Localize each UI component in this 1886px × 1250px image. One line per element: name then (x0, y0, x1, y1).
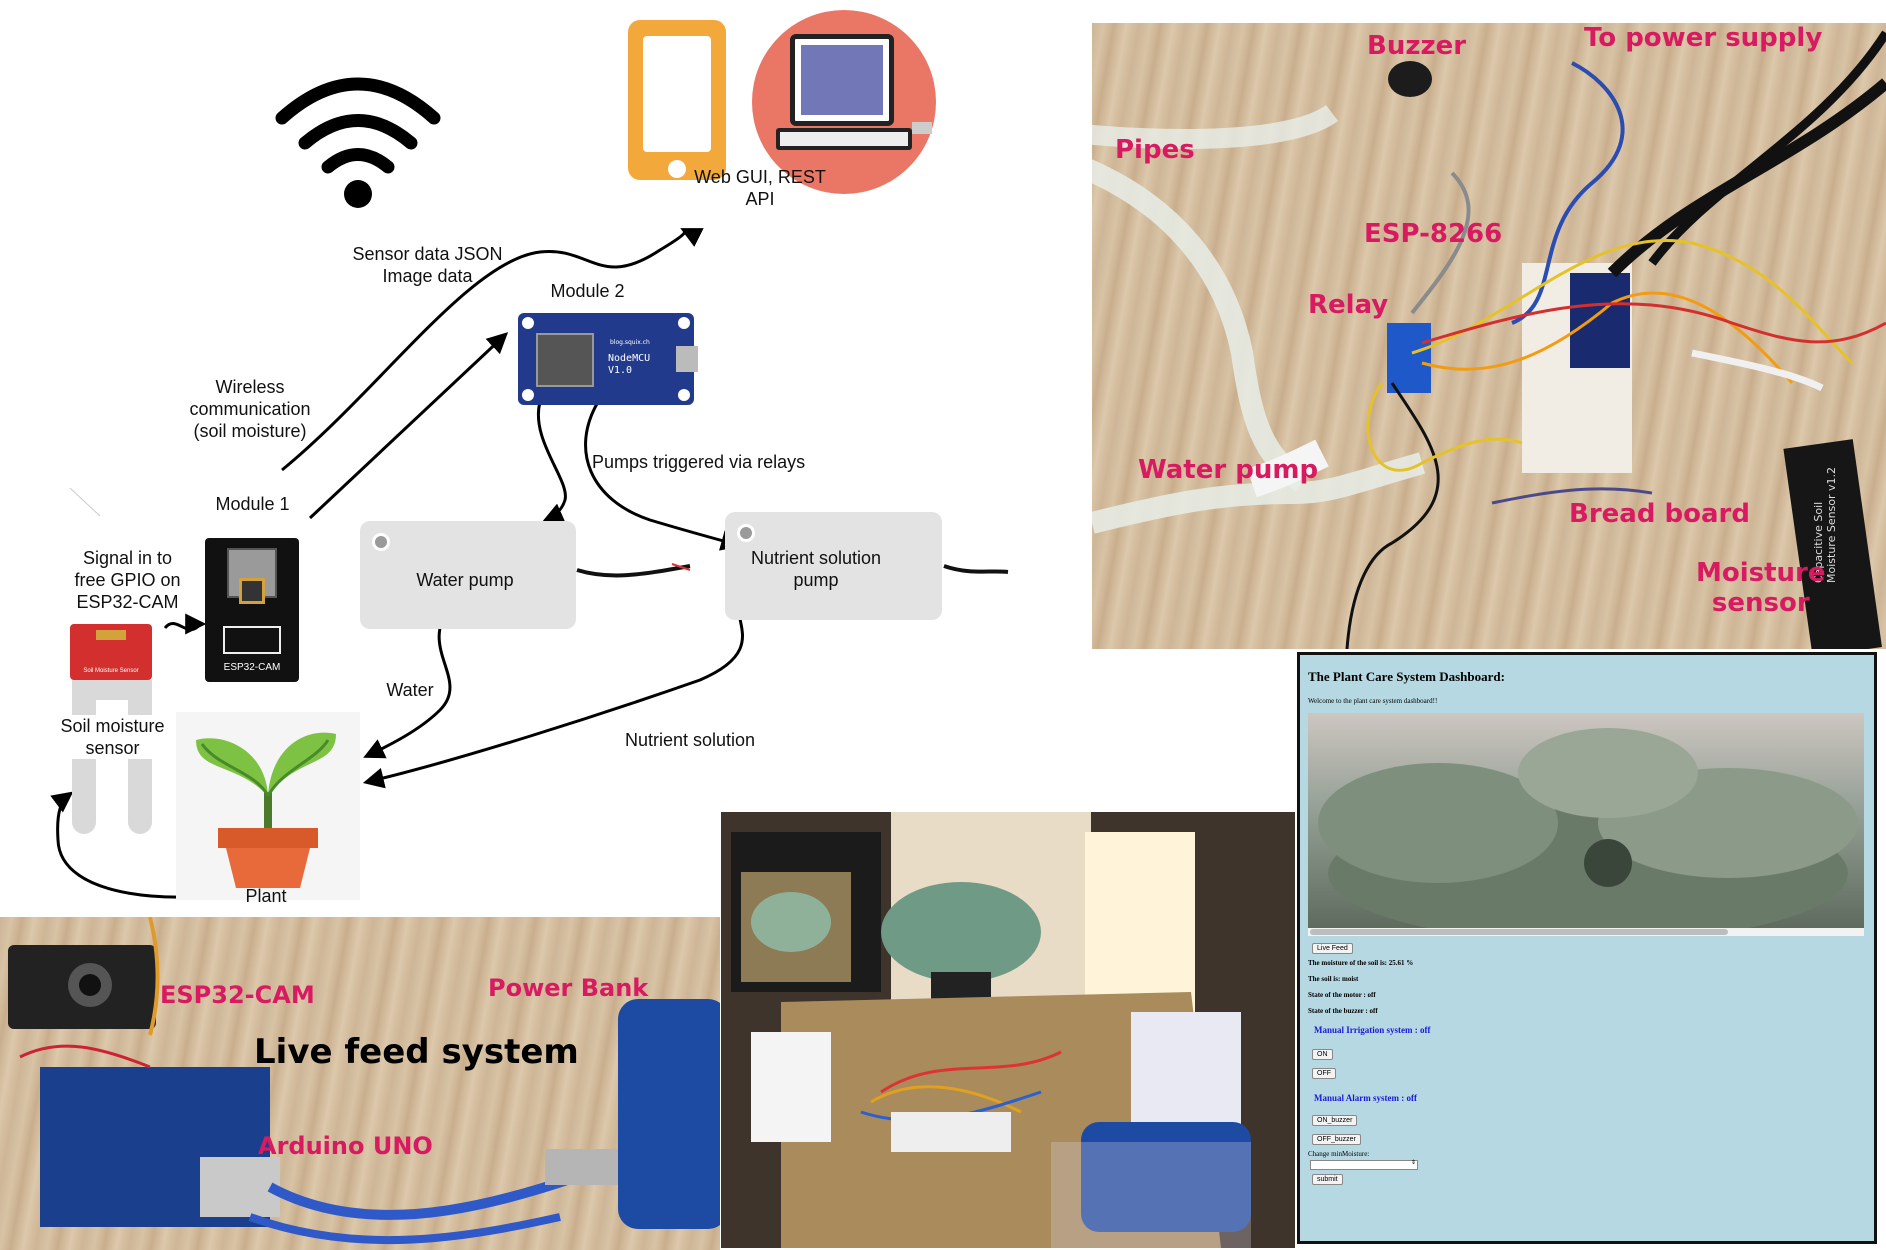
moisture-sensor-label: Moisture sensor (1696, 558, 1826, 618)
pumps-triggered-label: Pumps triggered via relays (592, 452, 806, 472)
sensor-print-text: Capacitive Soil Moisture Sensor v1.2 (1812, 466, 1838, 583)
relay-label: Relay (1308, 290, 1389, 320)
smartphone-icon (628, 20, 726, 180)
off-button[interactable]: OFF (1312, 1068, 1336, 1079)
power-bank-label: Power Bank (488, 974, 649, 1002)
live-feed-photo: ESP32-CAM Power Bank Live feed system Ar… (0, 917, 720, 1250)
live-feed-hardware (8, 917, 720, 1245)
buzzer-label: Buzzer (1367, 31, 1467, 61)
nodemcu-small-text: blog.squix.ch (610, 339, 650, 346)
water-pump-photo-label: Water pump (1138, 455, 1319, 485)
motor-line: State of the motor : off (1308, 991, 1376, 999)
pipes-label: Pipes (1115, 135, 1195, 165)
nutrient-solution-label: Nutrient solution (624, 730, 756, 750)
esp8266-label: ESP-8266 (1364, 219, 1503, 249)
irrigation-heading: Manual Irrigation system : off (1314, 1025, 1431, 1035)
sensor-data-label: Sensor data JSON Image data (352, 244, 503, 286)
nodemcu-board: NodeMCU V1.0 blog.squix.ch (518, 313, 698, 405)
assembled-system-scene (721, 812, 1295, 1248)
hardware-wires (1092, 30, 1886, 649)
buzzer-line: State of the buzzer : off (1308, 1007, 1378, 1015)
bread-board-label: Bread board (1569, 499, 1750, 529)
arduino-label: Arduino UNO (258, 1132, 433, 1160)
sensor-board-text: Soil Moisture Sensor (83, 668, 139, 674)
nutrient-pump-box (725, 512, 942, 620)
esp32-board-text: ESP32-CAM (223, 662, 281, 673)
dashboard-window: The Plant Care System Dashboard: Welcome… (1297, 652, 1877, 1244)
esp32cam-photo-label: ESP32-CAM (160, 981, 315, 1009)
off-buzzer-button[interactable]: OFF_buzzer (1312, 1134, 1361, 1145)
signal-label: Signal in to free GPIO on ESP32-CAM (74, 548, 181, 612)
moisture-line: The moisture of the soil is: 25.61 % (1308, 959, 1414, 967)
web-gui-label: Web GUI, REST API (694, 167, 826, 209)
hardware-photo: Capacitive Soil Moisture Sensor v1.2 Buz… (1092, 23, 1886, 649)
live-feed-image (1308, 713, 1864, 928)
on-buzzer-button[interactable]: ON_buzzer (1312, 1115, 1358, 1126)
soil-sensor-label: Soil moisture sensor (50, 715, 175, 759)
submit-button[interactable]: submit (1312, 1174, 1343, 1185)
power-supply-label: To power supply (1584, 23, 1823, 53)
min-moisture-input[interactable]: ⇕ (1310, 1160, 1418, 1170)
water-pump-label: Water pump (416, 570, 514, 590)
water-pump-box (360, 521, 576, 629)
esp32-cam-board: ESP32-CAM (205, 538, 299, 682)
plant-icon (176, 712, 360, 900)
on-button[interactable]: ON (1312, 1049, 1333, 1060)
dashboard-title: The Plant Care System Dashboard: (1308, 669, 1505, 684)
soil-line: The soil is: moist (1308, 975, 1359, 983)
live-feed-title: Live feed system (254, 1032, 579, 1072)
change-min-moisture-label: Change minMoisture: (1308, 1150, 1370, 1158)
nodemcu-text: NodeMCU V1.0 (608, 353, 651, 376)
module1-label: Module 1 (215, 494, 290, 514)
wifi-icon (275, 77, 441, 208)
alarm-heading: Manual Alarm system : off (1314, 1093, 1417, 1103)
laptop-icon (752, 10, 936, 194)
dashboard-welcome: Welcome to the plant care system dashboa… (1308, 697, 1438, 705)
diagram-arrows (50, 77, 1009, 899)
stepper-icon[interactable]: ⇕ (1410, 1160, 1416, 1166)
system-diagram: Web GUI, REST API Sensor data JSON Image… (0, 0, 1060, 915)
dashboard-scrollbar[interactable] (1308, 928, 1864, 936)
live-feed-button[interactable]: Live Feed (1312, 943, 1353, 954)
plant-label: Plant (245, 886, 287, 906)
module2-label: Module 2 (550, 281, 625, 301)
wireless-label: Wireless communication (soil moisture) (189, 377, 311, 441)
water-label: Water (386, 680, 434, 700)
assembled-system-photo (721, 812, 1295, 1248)
nutrient-pump-label: Nutrient solution pump (750, 548, 882, 590)
